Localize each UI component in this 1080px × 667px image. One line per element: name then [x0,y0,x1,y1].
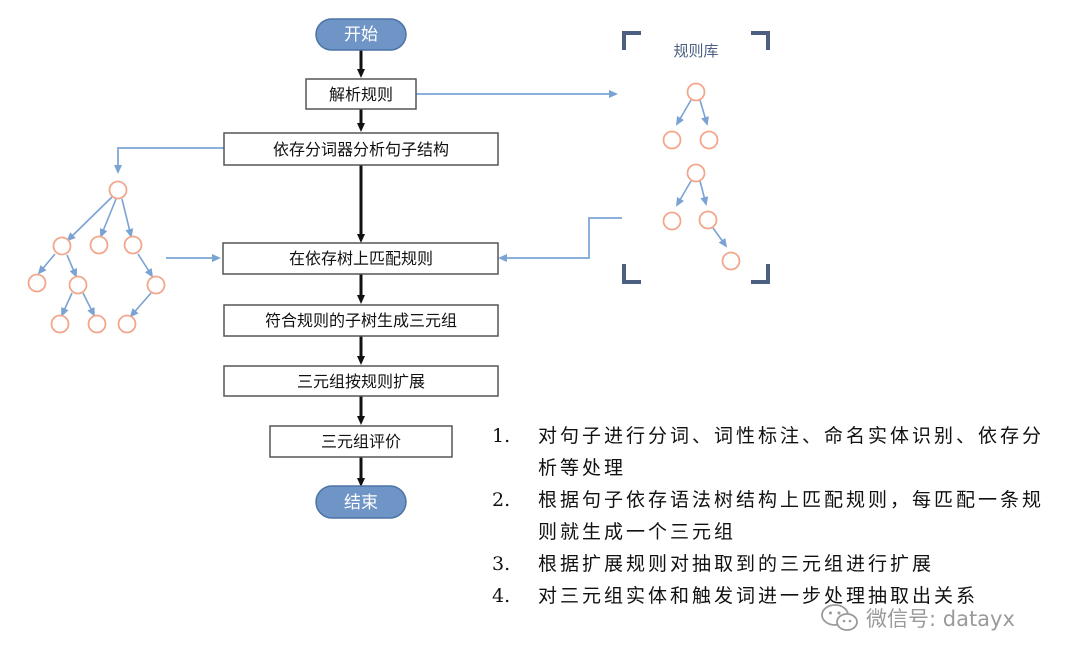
note-item: 2. 根据句子依存语法树结构上匹配规则，每匹配一条规则就生成一个三元组 [492,484,1062,548]
tree-node [123,235,143,255]
step-label: 三元组按规则扩展 [297,372,425,391]
tree-node [117,314,137,334]
tree-node [52,236,72,256]
notes-list: 1. 对句子进行分词、词性标注、命名实体识别、依存分析等处理 2. 根据句子依存语法… [492,420,1062,612]
start-node: 开始 [315,18,407,51]
step-evaluate-triples: 三元组评价 [269,425,453,458]
step-label: 三元组评价 [321,432,401,451]
note-number: 3. [492,553,511,575]
wechat-icon [821,604,858,631]
tree-node [27,273,47,293]
tree-node [699,130,719,150]
step-match-rules: 在依存树上匹配规则 [222,242,499,275]
tree-node [108,180,128,200]
step-parse-rules: 解析规则 [305,78,417,110]
tree-node [686,82,706,102]
watermark-text: 微信号: datayx [866,607,1015,631]
step-label: 依存分词器分析句子结构 [273,140,449,159]
note-item: 1. 对句子进行分词、词性标注、命名实体识别、依存分析等处理 [492,420,1062,484]
step-dependency-parse: 依存分词器分析句子结构 [223,132,499,166]
note-number: 1. [492,425,511,447]
pointer-arrows [114,90,622,262]
note-number: 4. [492,585,511,607]
step-generate-triples: 符合规则的子树生成三元组 [223,304,499,337]
note-text: 对三元组实体和触发词进一步处理抽取出关系 [538,585,979,607]
note-item: 4. 对三元组实体和触发词进一步处理抽取出关系 [492,580,1062,612]
tree-node [87,314,107,334]
rule-tree-2 [675,180,728,248]
tree-node [50,314,70,334]
tree-node [68,275,88,295]
step-label: 解析规则 [329,85,393,104]
step-label: 在依存树上匹配规则 [289,249,433,268]
dependency-tree [27,180,166,334]
tree-node [686,163,706,183]
step-expand-triples: 三元组按规则扩展 [223,365,499,397]
rule-library-title: 规则库 [673,42,718,60]
end-node: 结束 [315,485,407,519]
note-number: 2. [492,489,511,511]
tree-node [698,210,718,230]
tree-node [721,251,741,271]
note-text: 根据句子依存语法树结构上匹配规则，每匹配一条规则就生成一个三元组 [538,489,1045,543]
note-text: 对句子进行分词、词性标注、命名实体识别、依存分析等处理 [538,425,1045,479]
end-label: 结束 [344,493,378,513]
note-text: 根据扩展规则对抽取到的三元组进行扩展 [538,553,935,575]
step-label: 符合规则的子树生成三元组 [265,311,457,330]
tree-node [89,235,109,255]
tree-node [662,211,682,231]
watermark: 微信号: datayx [820,600,1015,636]
start-label: 开始 [344,25,378,45]
tree-node [146,275,166,295]
note-item: 3. 根据扩展规则对抽取到的三元组进行扩展 [492,548,1062,580]
rule-library: 规则库 [622,31,770,284]
tree-node [662,130,682,150]
rule-tree-1 [675,99,709,126]
